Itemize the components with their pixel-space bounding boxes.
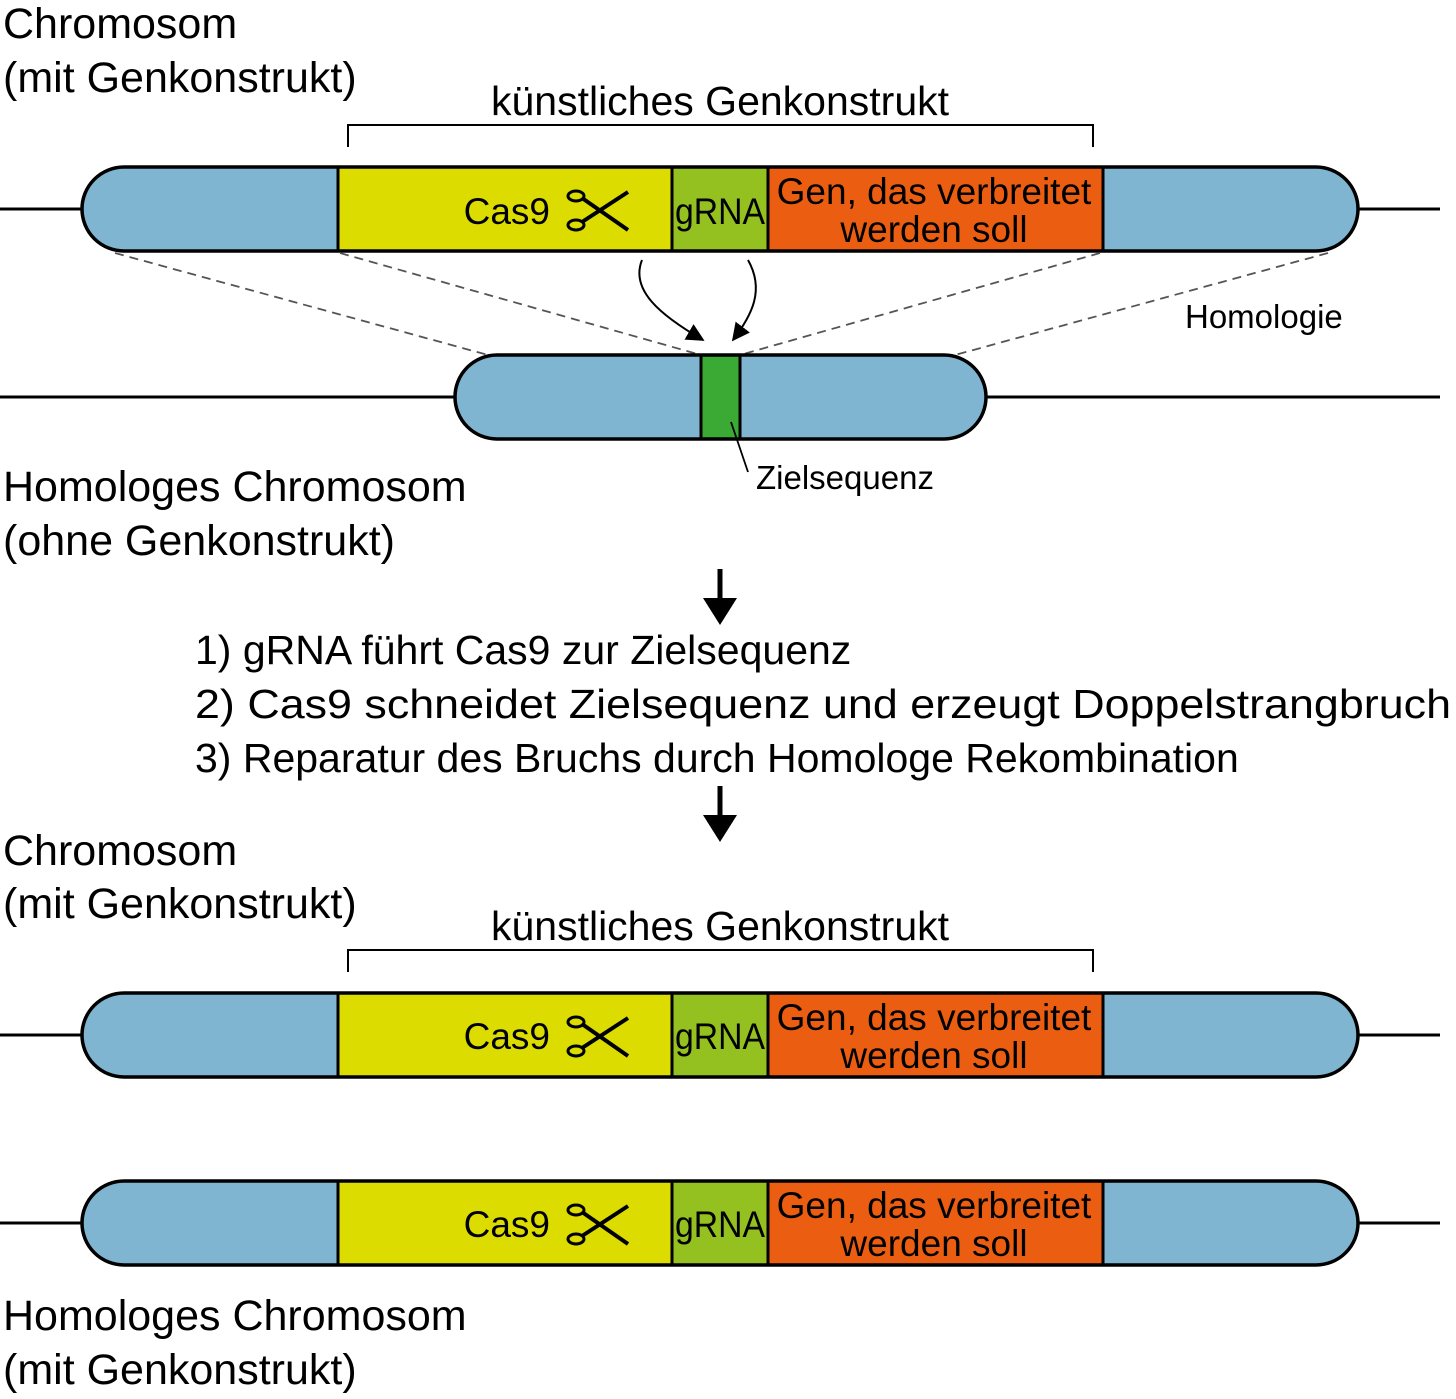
down-arrow-icon: [703, 786, 737, 842]
bottom-construct-bracket: [347, 949, 1094, 972]
bottom-homolog-label-line1: Homologes Chromosom: [3, 1292, 467, 1340]
bottom-chromosome-label-line2: (mit Genkonstrukt): [3, 880, 357, 928]
bottom-homolog-label-line2: (mit Genkonstrukt): [3, 1346, 357, 1394]
gene-label-line2: werden soll: [839, 1223, 1027, 1264]
cas9-segment: [338, 1181, 672, 1265]
gene-label-line2: werden soll: [839, 209, 1027, 250]
gene-label-line1: Gen, das verbreitet: [777, 1185, 1092, 1226]
scissors-icon: [566, 1015, 630, 1058]
cas9-guide-arrow: [638, 259, 705, 341]
grna-segment: [672, 1181, 768, 1265]
gene-label-line1: Gen, das verbreitet: [777, 171, 1092, 212]
homolog-label-line2: (ohne Genkonstrukt): [3, 517, 395, 565]
scissors-icon: [566, 189, 630, 232]
chromosome-bottom-1: [82, 993, 1358, 1077]
chromosome-bottom-1-outline: [80, 991, 1360, 1079]
grna-guide-arrow: [731, 259, 757, 342]
target-sequence: [701, 355, 740, 439]
homology-label: Homologie: [1185, 298, 1343, 335]
grna-label: gRNA: [675, 191, 765, 232]
cas9-segment: [338, 167, 672, 251]
bottom-section: Chromosom (mit Genkonstrukt) künstliches…: [0, 827, 1440, 1394]
grna-segment: [672, 993, 768, 1077]
gene-segment: [768, 993, 1103, 1077]
top-section: Chromosom (mit Genkonstrukt) künstliches…: [0, 0, 1440, 565]
gene-label-line1: Gen, das verbreitet: [777, 997, 1092, 1038]
grna-label: gRNA: [675, 1016, 765, 1057]
process-steps: 1) gRNA führt Cas9 zur Zielsequenz 2) Ca…: [195, 569, 1451, 842]
chromosome-bottom-2: [82, 1181, 1358, 1265]
cas9-label: Cas9: [464, 191, 550, 232]
homolog-label-line1: Homologes Chromosom: [3, 463, 467, 511]
target-pointer: [730, 421, 749, 473]
construct-bracket: [347, 124, 1094, 147]
cas9-segment: [338, 993, 672, 1077]
construct-label: künstliches Genkonstrukt: [491, 78, 950, 124]
grna-segment: [672, 167, 768, 251]
homology-lines: [114, 252, 1329, 356]
chromosome-top-outline: [80, 165, 1360, 253]
step-1: 1) gRNA führt Cas9 zur Zielsequenz: [195, 627, 851, 673]
bottom-chromosome-label-line1: Chromosom: [3, 827, 237, 875]
gene-segment: [768, 1181, 1103, 1265]
target-label: Zielsequenz: [756, 459, 934, 496]
grna-label: gRNA: [675, 1204, 765, 1245]
bottom-construct-label: künstliches Genkonstrukt: [491, 903, 950, 949]
homolog-chromosome-outline: [453, 353, 988, 441]
chromosome-label-line2: (mit Genkonstrukt): [3, 54, 357, 102]
down-arrow-icon: [703, 569, 737, 625]
gene-segment: [768, 167, 1103, 251]
gene-label-line2: werden soll: [839, 1035, 1027, 1076]
homolog-chromosome: [455, 355, 986, 439]
chromosome-bottom-2-outline: [80, 1179, 1360, 1267]
chromosome-label-line1: Chromosom: [3, 0, 237, 48]
step-3: 3) Reparatur des Bruchs durch Homologe R…: [195, 735, 1239, 781]
cas9-label: Cas9: [464, 1204, 550, 1245]
cas9-label: Cas9: [464, 1016, 550, 1057]
chromosome-top: [82, 167, 1358, 251]
scissors-icon: [566, 1203, 630, 1246]
step-2: 2) Cas9 schneidet Zielsequenz und erzeug…: [195, 681, 1451, 727]
